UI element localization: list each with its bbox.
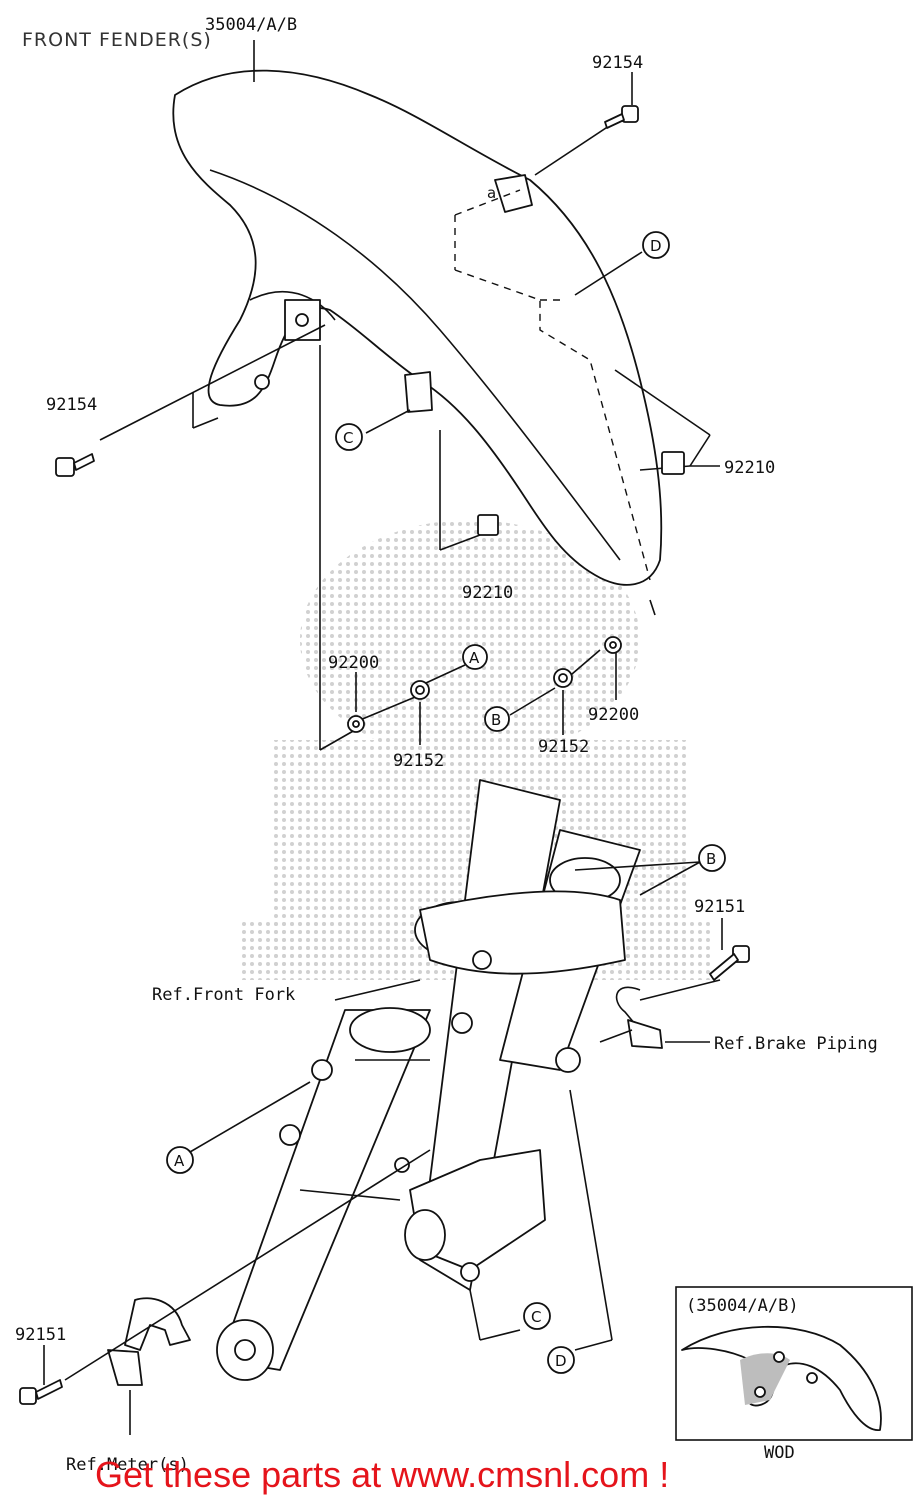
label-nut-center: 92210 xyxy=(462,583,513,603)
nut-92210-center xyxy=(477,514,499,536)
inset-fender xyxy=(681,1325,882,1431)
bolt-92154-left xyxy=(55,453,95,477)
ref-front-fork: Ref.Front Fork xyxy=(152,985,295,1005)
svg-text:A: A xyxy=(469,649,480,667)
leader-lines-bottom xyxy=(43,861,723,1435)
label-fender: 35004/A/B xyxy=(205,15,297,35)
meter-bracket xyxy=(107,1297,191,1386)
inset-box: (35004/A/B) WOD xyxy=(675,1286,913,1463)
bolt-92151-right xyxy=(709,945,750,981)
promo-banner[interactable]: Get these parts at www.cmsnl.com ! xyxy=(95,1454,669,1495)
svg-text:A: A xyxy=(174,1152,185,1170)
ref-brake-piping: Ref.Brake Piping xyxy=(714,1034,878,1054)
label-bolt-top: 92154 xyxy=(592,53,643,73)
callout-a-bottom: A xyxy=(166,1146,194,1174)
svg-text:D: D xyxy=(555,1352,567,1370)
label-collar-left: 92152 xyxy=(393,751,444,771)
label-bolt-fork-right: 92151 xyxy=(694,897,745,917)
callout-d-bottom: D xyxy=(547,1346,575,1374)
front-fork xyxy=(216,779,641,1381)
label-bolt-left: 92154 xyxy=(46,395,97,415)
washer-92200-right xyxy=(604,636,622,654)
callout-d-top: D xyxy=(642,231,670,259)
callout-a-top: A xyxy=(462,644,488,670)
callout-c-bottom: C xyxy=(523,1302,551,1330)
tab-label-a: a xyxy=(487,184,496,202)
bolt-92151-left xyxy=(19,1379,63,1405)
collar-92152-right xyxy=(553,668,573,688)
label-nut-right: 92210 xyxy=(724,458,775,478)
callout-b-top: B xyxy=(484,706,510,732)
callout-c-top: C xyxy=(335,423,363,451)
dashed-guides xyxy=(454,189,651,581)
label-washer-right: 92200 xyxy=(588,705,639,725)
diagram-title: FRONT FENDER(S) xyxy=(22,29,212,51)
leader-lines-top xyxy=(99,40,720,751)
svg-text:C: C xyxy=(531,1308,541,1326)
svg-text:B: B xyxy=(706,850,716,868)
collar-92152-left xyxy=(410,680,430,700)
label-washer-left: 92200 xyxy=(328,653,379,673)
label-bolt-bottom-left: 92151 xyxy=(15,1325,66,1345)
brake-piping-clamp xyxy=(615,986,663,1049)
front-fender xyxy=(172,69,663,586)
ref-meters: Ref.Meter(s) xyxy=(66,1455,189,1475)
svg-text:B: B xyxy=(491,711,501,729)
label-collar-right: 92152 xyxy=(538,737,589,757)
svg-text:D: D xyxy=(650,237,662,255)
callout-b-bottom: B xyxy=(698,844,726,872)
inset-caption: WOD xyxy=(764,1443,795,1463)
washer-92200-left xyxy=(347,715,365,733)
bolt-92154-top xyxy=(604,105,639,129)
svg-text:C: C xyxy=(343,429,353,447)
inset-label: (35004/A/B) xyxy=(686,1296,799,1316)
nut-92210-right xyxy=(661,451,685,475)
